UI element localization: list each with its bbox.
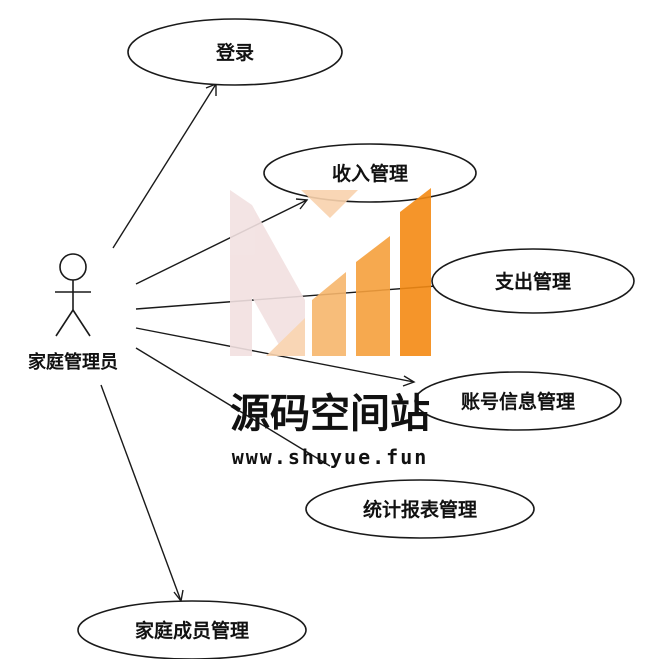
use-case-account-label: 账号信息管理 (461, 390, 575, 413)
logo-bar-2 (356, 236, 390, 356)
use-case-member-label: 家庭成员管理 (135, 619, 249, 642)
logo-pink-stroke (230, 190, 305, 352)
logo-pink-leg (230, 258, 252, 356)
use-case-login: 登录 (127, 18, 343, 86)
watermark-logo (230, 188, 431, 356)
arrowhead-income (295, 198, 309, 210)
use-case-income-ellipse (263, 143, 477, 203)
assoc-report (135, 347, 331, 467)
actor-right-leg (72, 309, 91, 337)
actor-left-leg (55, 309, 74, 337)
logo-bar-1 (312, 272, 346, 356)
use-case-report-label: 统计报表管理 (363, 498, 477, 521)
use-case-account: 账号信息管理 (414, 371, 622, 431)
use-case-expense: 支出管理 (431, 248, 635, 314)
use-case-income: 收入管理 (263, 143, 477, 203)
assoc-login (112, 83, 217, 249)
arrowhead-account (402, 375, 416, 387)
use-case-report: 统计报表管理 (305, 479, 535, 539)
actor-head (59, 253, 87, 281)
use-case-account-ellipse (414, 371, 622, 431)
actor-family-admin: 家庭管理员 (28, 253, 118, 373)
use-case-member: 家庭成员管理 (77, 600, 307, 659)
actor-label: 家庭管理员 (28, 351, 118, 373)
assoc-income (135, 199, 308, 285)
use-case-login-ellipse (127, 18, 343, 86)
use-case-report-ellipse (305, 479, 535, 539)
logo-peach-wedge (266, 318, 305, 356)
logo-bar-3 (400, 188, 431, 356)
use-case-income-label: 收入管理 (332, 162, 408, 185)
use-case-member-ellipse (77, 600, 307, 659)
watermark-title: 源码空间站 (230, 391, 430, 437)
logo-peach-triangle (301, 190, 358, 218)
use-case-login-label: 登录 (215, 41, 254, 64)
use-case-expense-ellipse (431, 248, 635, 314)
assoc-member (100, 384, 182, 602)
use-case-expense-label: 支出管理 (494, 270, 571, 293)
watermark-url: www.shuyue.fun (232, 445, 429, 469)
